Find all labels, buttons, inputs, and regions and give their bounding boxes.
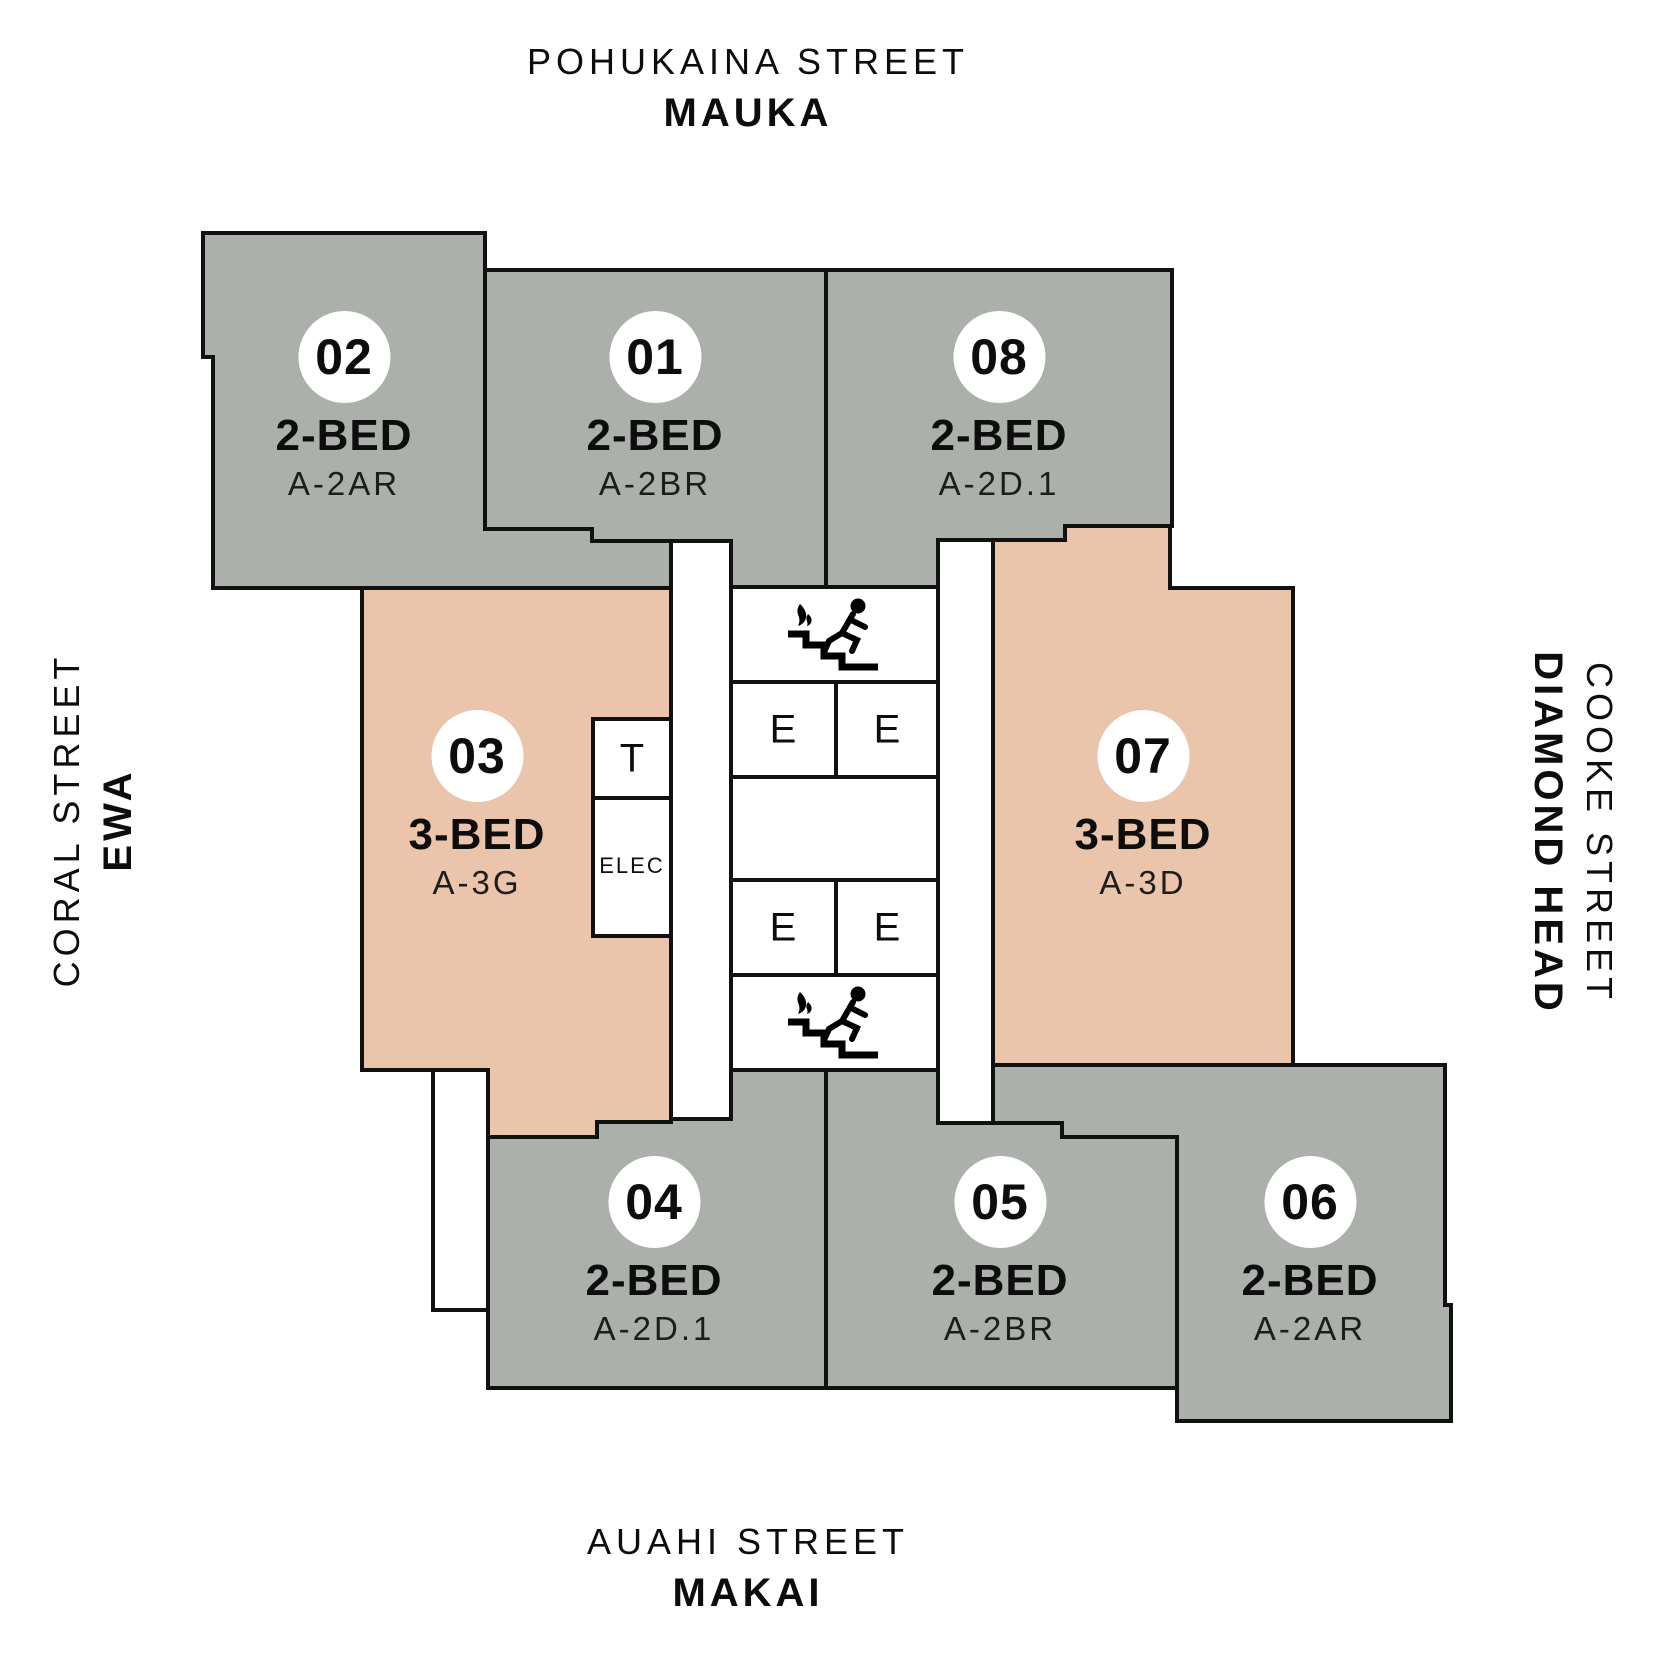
unit-06-plan: A-2AR	[1253, 1310, 1367, 1347]
street-label-right: COOKE STREET DIAMOND HEAD	[1521, 651, 1623, 1015]
unit-08-number-badge: 08	[953, 311, 1045, 403]
unit-07-number-badge: 07	[1097, 710, 1189, 802]
unit-08-number: 08	[970, 329, 1028, 385]
corridor-right	[936, 538, 995, 1125]
trash-room-label: T	[619, 736, 645, 781]
unit-03-number-badge: 03	[431, 710, 523, 802]
street-right-name: COOKE STREET	[1579, 661, 1620, 1005]
street-right-direction: DIAMOND HEAD	[1526, 651, 1570, 1015]
unit-03-plan: A-3G	[432, 864, 522, 901]
unit-01-type: 2-BED	[586, 411, 724, 460]
unit-05-number: 05	[971, 1174, 1029, 1230]
unit-03-type: 3-BED	[408, 810, 546, 859]
elevator-label: E	[873, 707, 901, 752]
unit-06-number-badge: 06	[1264, 1156, 1356, 1248]
elevator-top-right	[834, 680, 940, 779]
street-top-direction: MAUKA	[663, 91, 833, 135]
unit-06-label[interactable]: 06 2-BED A-2AR	[1241, 1156, 1378, 1352]
unit-02-type: 2-BED	[275, 411, 413, 460]
unit-04-label[interactable]: 04 2-BED A-2D.1	[585, 1156, 722, 1352]
unit-08-type: 2-BED	[930, 411, 1068, 460]
unit-05-plan: A-2BR	[943, 1310, 1057, 1347]
unit-06-shape[interactable]	[990, 1063, 1453, 1423]
unit-04-plan: A-2D.1	[593, 1310, 715, 1347]
elevator-top-left	[729, 680, 838, 779]
elevator-label: E	[873, 905, 901, 950]
elevator-label: E	[769, 707, 797, 752]
unit-02-number: 02	[315, 329, 373, 385]
unit-07-label[interactable]: 07 3-BED A-3D	[1074, 710, 1211, 906]
unit-08-label[interactable]: 08 2-BED A-2D.1	[930, 311, 1067, 507]
unit-05-type: 2-BED	[931, 1256, 1069, 1305]
unit-01-number: 01	[626, 329, 684, 385]
street-bottom-name: AUAHI STREET	[586, 1521, 910, 1562]
unit-01-label[interactable]: 01 2-BED A-2BR	[586, 311, 723, 507]
unit-03-number: 03	[448, 728, 506, 784]
street-top-name: POHUKAINA STREET	[526, 41, 970, 82]
electrical-room-label: ELEC	[599, 853, 665, 878]
fire-stairs-icon	[788, 986, 878, 1059]
trash-room	[591, 717, 673, 800]
corridor-left	[669, 539, 733, 1121]
unit-08-plan: A-2D.1	[938, 465, 1060, 502]
street-label-top: POHUKAINA STREET MAUKA	[527, 38, 969, 140]
street-left-direction: EWA	[96, 768, 140, 872]
electrical-room	[591, 796, 673, 938]
street-label-left: CORAL STREET EWA	[43, 653, 145, 988]
unit-04-type: 2-BED	[585, 1256, 723, 1305]
elevator-label: E	[769, 905, 797, 950]
balcony-notch	[431, 1068, 490, 1312]
street-label-bottom: AUAHI STREET MAKAI	[587, 1518, 909, 1620]
unit-01-number-badge: 01	[609, 311, 701, 403]
unit-04-number: 04	[625, 1174, 683, 1230]
unit-06-type: 2-BED	[1241, 1256, 1379, 1305]
street-left-name: CORAL STREET	[46, 652, 87, 988]
unit-01-plan: A-2BR	[598, 465, 712, 502]
elevator-bottom-right	[834, 878, 940, 977]
unit-02-plan: A-2AR	[287, 465, 401, 502]
street-bottom-direction: MAKAI	[672, 1571, 824, 1615]
unit-06-number: 06	[1281, 1174, 1339, 1230]
unit-02-number-badge: 02	[298, 311, 390, 403]
unit-03-label[interactable]: 03 3-BED A-3G	[408, 710, 545, 906]
unit-05-label[interactable]: 05 2-BED A-2BR	[931, 1156, 1068, 1352]
unit-07-plan: A-3D	[1099, 864, 1187, 901]
unit-02-label[interactable]: 02 2-BED A-2AR	[275, 311, 412, 507]
fire-stairs-icon	[788, 598, 878, 671]
unit-04-number-badge: 04	[608, 1156, 700, 1248]
unit-07-number: 07	[1114, 728, 1172, 784]
unit-07-type: 3-BED	[1074, 810, 1212, 859]
unit-05-number-badge: 05	[954, 1156, 1046, 1248]
